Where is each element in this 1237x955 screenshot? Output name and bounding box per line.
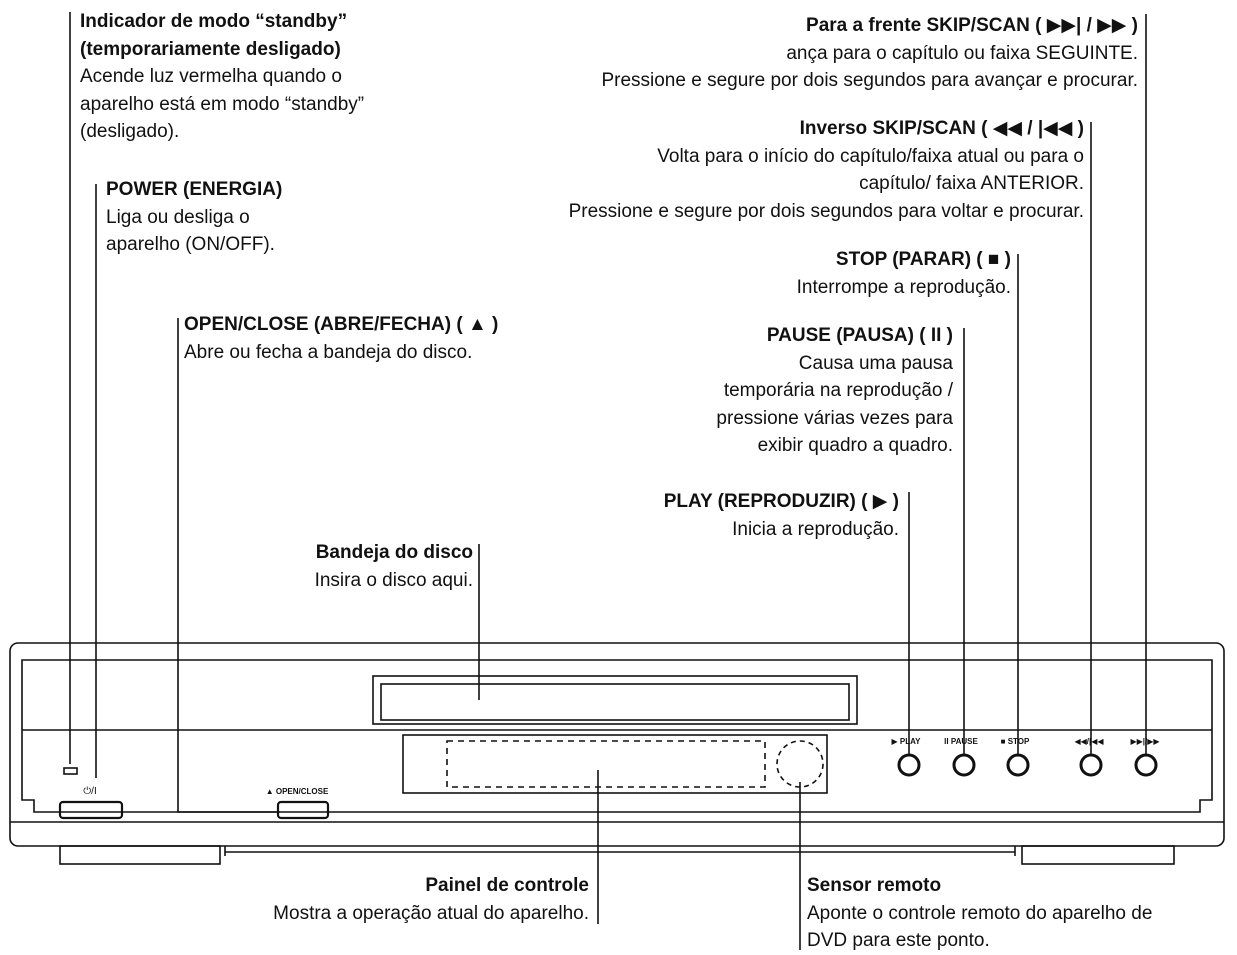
standby-indicator-led [63,767,78,775]
callout-desc: capítulo/ faixa ANTERIOR. [859,173,1084,194]
display-window [402,734,828,794]
device-label-play: ▶ PLAY [892,737,922,746]
stop-button [1006,753,1030,777]
callout-power: POWER (ENERGIA) Liga ou desliga o aparel… [106,176,282,259]
device-label-open-close: ▲ OPEN/CLOSE [266,787,329,796]
callout-desc: Causa uma pausa [798,352,953,374]
callout-desc: Aponte o controle remoto do aparelho de [807,902,1153,924]
callout-desc: Liga ou desliga o [106,206,250,228]
callout-desc: Abre ou fecha a bandeja do disco. [184,341,473,363]
pause-button [952,753,976,777]
callout-desc: Mostra a operação atual do aparelho. [273,902,589,924]
callout-skip-forward: Para a frente SKIP/SCAN ( ▶▶| / ▶▶ ) anç… [601,12,1138,95]
callout-title: PAUSE (PAUSA) ( II ) [766,325,953,346]
callout-title: Indicador de modo “standby” [80,11,348,32]
device-label-pause: II PAUSE [944,737,978,746]
callout-skip-reverse: Inverso SKIP/SCAN ( ◀◀ / |◀◀ ) Volta par… [569,115,1084,225]
callout-stop: STOP (PARAR) ( ■ ) Interrompe a reproduç… [797,246,1011,301]
callout-desc: pressione várias vezes para [716,407,953,429]
open-close-button [276,800,330,820]
left-foot [59,845,221,865]
disc-tray [372,675,858,725]
callout-desc: Interrompe a reprodução. [796,276,1011,298]
callout-title: Painel de controle [425,875,589,896]
forward-button [1134,753,1158,777]
power-button [58,800,124,820]
right-foot [1021,845,1175,865]
play-button [897,753,921,777]
callout-open-close: OPEN/CLOSE (ABRE/FECHA) ( ▲ ) Abre ou fe… [184,311,498,366]
callout-title: Bandeja do disco [315,542,473,563]
callout-remote-sensor: Sensor remoto Aponte o controle remoto d… [807,872,1152,955]
callout-desc: ança para o capítulo ou faixa SEGUINTE. [786,42,1138,64]
callout-title: Sensor remoto [807,875,942,896]
player-front-bezel [21,659,1213,813]
callout-title: OPEN/CLOSE (ABRE/FECHA) ( ▲ ) [184,314,499,335]
callout-disc-tray: Bandeja do disco Insira o disco aqui. [315,539,473,594]
callout-desc: aparelho (ON/OFF). [106,234,275,255]
callout-desc: (desligado). [80,121,180,142]
callout-desc: temporária na reprodução / [723,380,953,401]
player-body [9,642,1225,847]
callout-desc: exibir quadro a quadro. [757,435,953,456]
callout-title: Para a frente SKIP/SCAN ( ▶▶| / ▶▶ ) [806,15,1138,36]
callout-desc: Acende luz vermelha quando o [80,66,342,87]
callout-title: (temporariamente desligado) [80,38,341,60]
callout-play: PLAY (REPRODUZIR) ( ▶ ) Inicia a reprodu… [664,488,899,543]
callout-desc: DVD para este ponto. [807,930,990,951]
device-label-power: ⏻/I [83,786,96,797]
callout-pause: PAUSE (PAUSA) ( II ) Causa uma pausa tem… [716,322,953,460]
device-label-reverse: ◀◀/|◀◀ [1074,737,1104,746]
callout-desc: Inicia a reprodução. [732,518,899,540]
callout-desc: Volta para o início do capítulo/faixa at… [657,145,1084,167]
callout-title: STOP (PARAR) ( ■ ) [835,249,1011,270]
callout-standby: Indicador de modo “standby” (temporariam… [80,8,364,146]
callout-title: POWER (ENERGIA) [106,179,283,200]
callout-desc: Pressione e segure por dois segundos par… [568,200,1084,222]
reverse-button [1079,753,1103,777]
device-label-stop: ■ STOP [1001,737,1030,746]
callout-desc: aparelho está em modo “standby” [80,93,365,115]
device-label-forward: ▶▶|/▶▶ [1130,737,1160,746]
open-close-leader-line [177,318,280,813]
callout-desc: Insira o disco aqui. [314,569,473,591]
callout-desc: Pressione e segure por dois segundos par… [601,70,1138,91]
remote-sensor [776,740,824,788]
callout-title: PLAY (REPRODUZIR) ( ▶ ) [663,491,899,512]
callout-display-panel: Painel de controle Mostra a operação atu… [273,872,589,927]
callout-title: Inverso SKIP/SCAN ( ◀◀ / |◀◀ ) [799,118,1084,139]
